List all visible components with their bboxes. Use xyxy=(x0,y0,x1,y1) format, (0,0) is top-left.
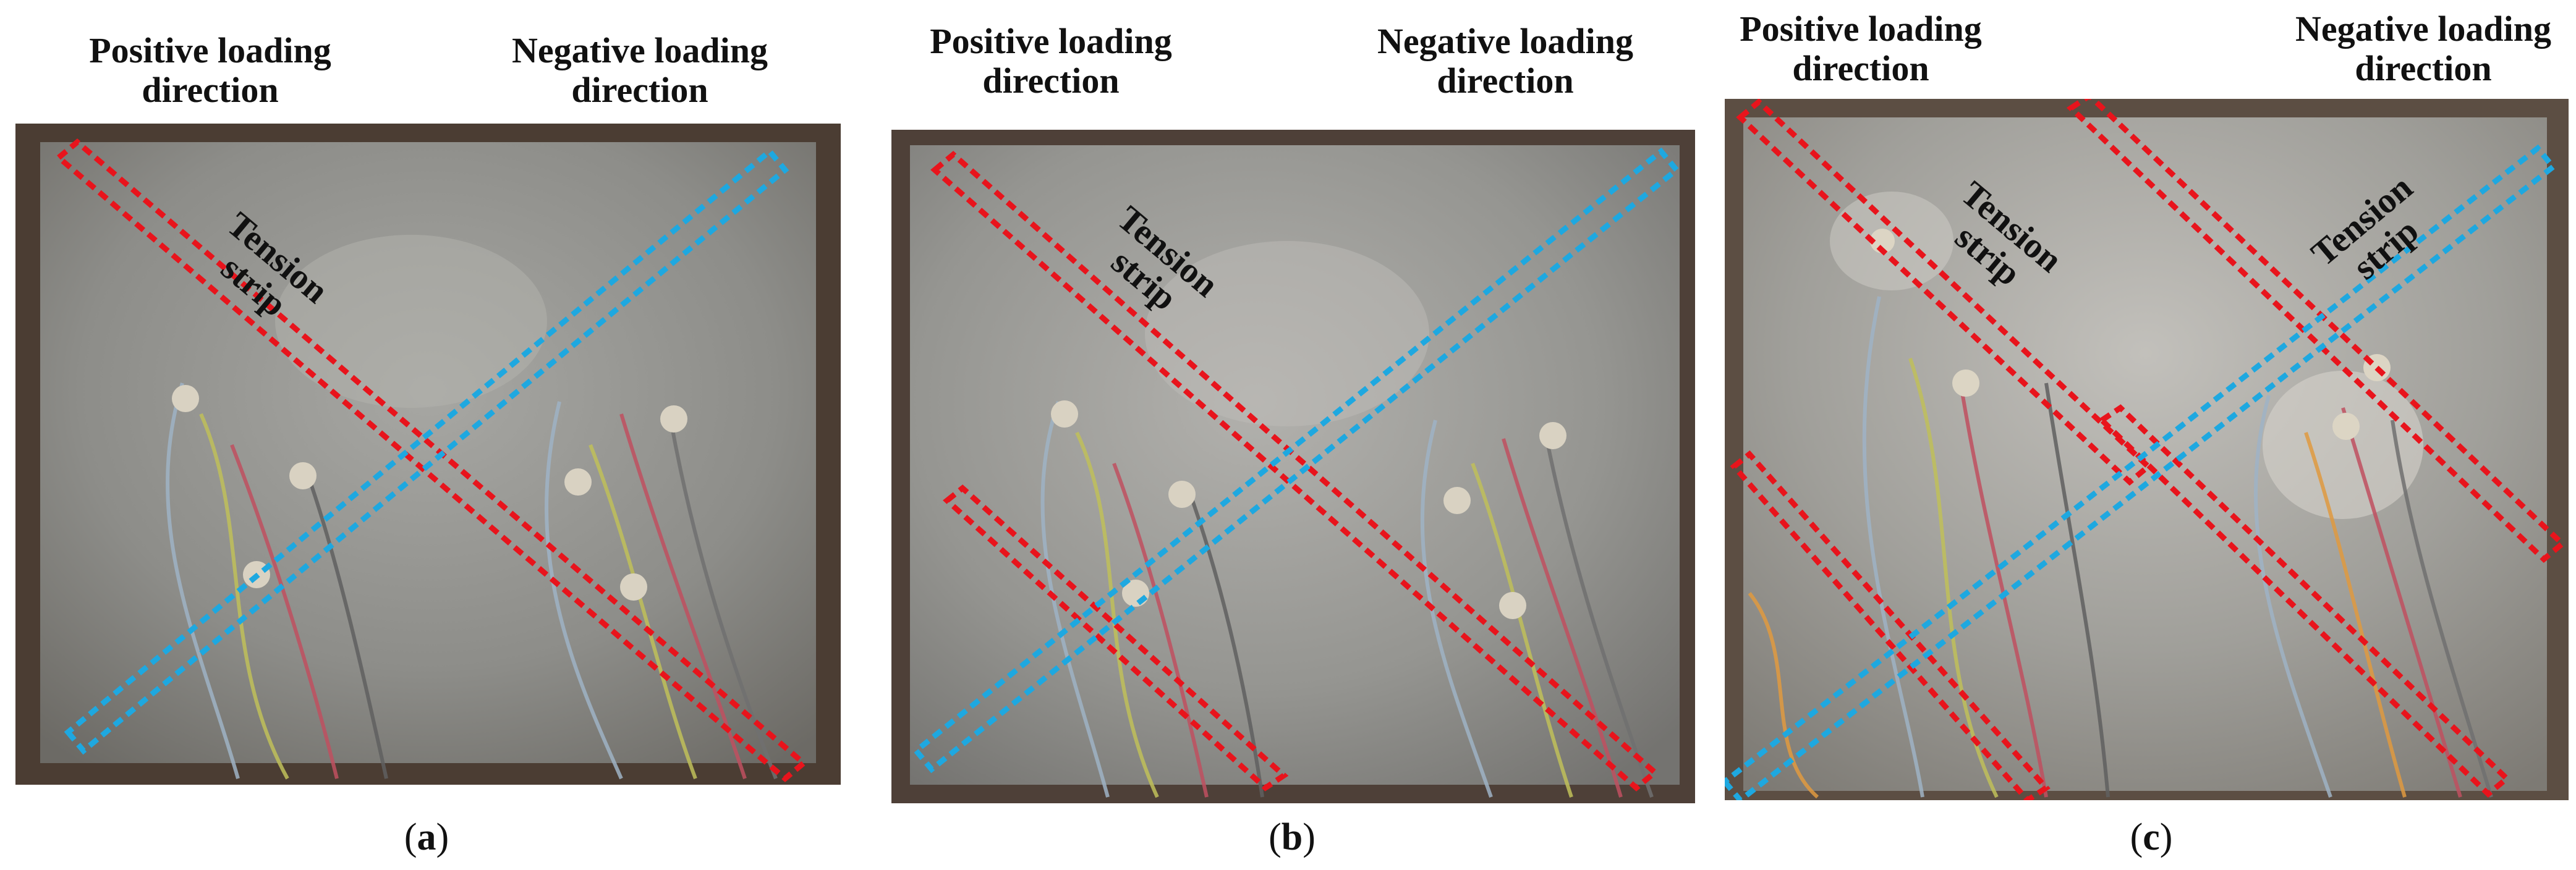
panel-label-c: (c) xyxy=(2130,816,2173,858)
panel-label-b: (b) xyxy=(1269,816,1316,858)
wires xyxy=(166,382,778,780)
compression-strip xyxy=(1725,144,2557,800)
plate-shape xyxy=(40,142,816,763)
panel-label-a: (a) xyxy=(404,816,449,858)
steel-plate-photo xyxy=(891,130,1695,803)
tension-strip xyxy=(930,151,1659,792)
steel-plate-photo xyxy=(15,124,841,785)
strain-gauges xyxy=(172,385,687,601)
compression-strip xyxy=(64,147,789,755)
tension-strip xyxy=(1730,99,2567,800)
steel-plate-photo xyxy=(1725,99,2569,800)
compression-strip xyxy=(912,147,1681,774)
tension-strip xyxy=(54,138,808,782)
